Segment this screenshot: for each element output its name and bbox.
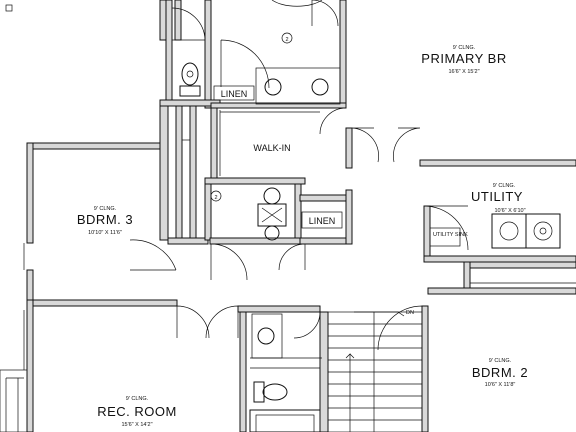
stairs-icon xyxy=(327,311,423,432)
primary-br-ceiling: 9' CLNG. xyxy=(453,45,476,51)
rec-room-ceiling: 9' CLNG. xyxy=(126,396,149,402)
marker-1: 2 xyxy=(285,37,288,43)
bath-toilet-icon xyxy=(253,381,288,403)
stair-dn-label: DN xyxy=(406,310,414,316)
reference-marker xyxy=(5,4,13,12)
tub-icon xyxy=(249,409,321,432)
marker-2: 2 xyxy=(214,195,217,201)
bdrm2-name: BDRM. 2 xyxy=(472,365,528,380)
bdrm2-ceiling: 9' CLNG. xyxy=(489,358,512,364)
linen-label-2: LINEN xyxy=(309,216,336,226)
bdrm3-dims: 10'10" X 11'6" xyxy=(88,230,122,236)
rec-room-dims: 15'6" X 14'2" xyxy=(121,422,152,428)
primary-br-dims: 16'6" X 15'2" xyxy=(448,69,479,75)
linen-label-1: LINEN xyxy=(221,89,248,99)
utility-name: UTILITY xyxy=(471,189,523,204)
fixtures xyxy=(179,62,576,432)
linen2-shelf xyxy=(301,211,343,229)
mechanical-icon xyxy=(257,187,287,241)
linen-shelf xyxy=(213,85,255,101)
vanity-sinks-icon xyxy=(255,67,341,105)
labels: 9' CLNG. PRIMARY BR 16'6" X 15'2" WALK-I… xyxy=(77,32,528,428)
bdrm3-ceiling: 9' CLNG. xyxy=(94,206,117,212)
utility-ceiling: 9' CLNG. xyxy=(493,183,516,189)
bath-sink-icon xyxy=(250,313,322,369)
laundry-appliances-icon xyxy=(429,213,576,284)
utility-sink-label: UTILITY SINK xyxy=(433,232,468,238)
walk-in-name: WALK-IN xyxy=(253,143,290,153)
primary-br-name: PRIMARY BR xyxy=(421,51,506,66)
bdrm3-name: BDRM. 3 xyxy=(77,212,133,227)
toilet-icon xyxy=(179,62,201,97)
stair-arrow-icon xyxy=(345,353,355,432)
rec-room-name: REC. ROOM xyxy=(97,404,177,419)
utility-dims: 10'6" X 6'10" xyxy=(494,208,525,214)
bdrm2-dims: 10'6" X 11'8" xyxy=(485,382,516,388)
